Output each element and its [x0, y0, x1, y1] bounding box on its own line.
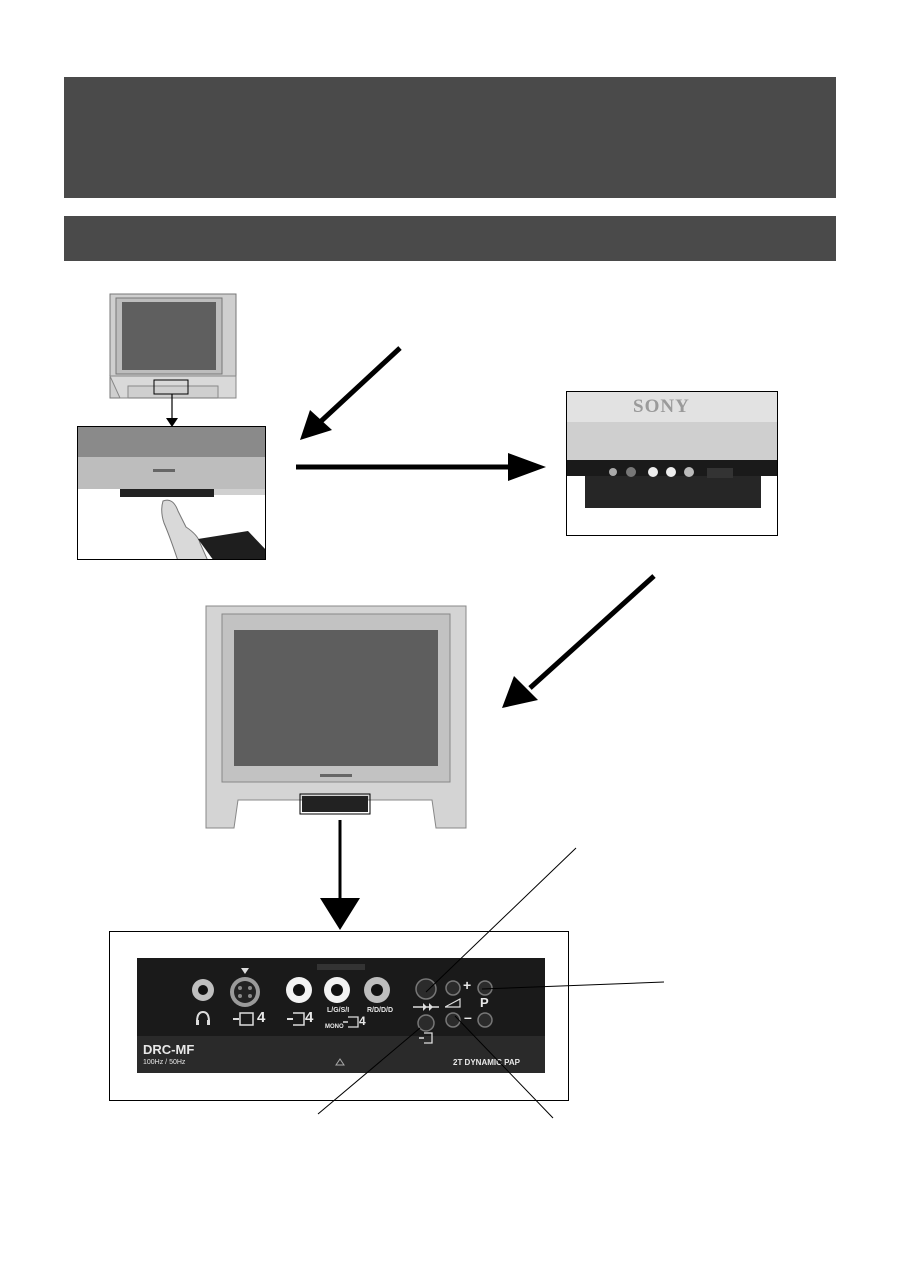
minus-label: – [464, 1009, 472, 1025]
audio-left-jack[interactable] [323, 976, 351, 1004]
arrow-right [296, 453, 546, 481]
tv-front-zoom-photo [77, 426, 266, 560]
volume-up-button[interactable] [445, 980, 461, 996]
video-input-number: 4 [305, 1009, 314, 1026]
audio-input-number: 4 [359, 1014, 366, 1028]
front-panel-photo: 4 4 L/G/S/I MONO 4 R/D/D/D [137, 958, 545, 1073]
eject-triangle-icon [335, 1058, 345, 1066]
headphone-icon [196, 1010, 210, 1025]
program-up-button[interactable] [477, 980, 493, 996]
volume-down-button[interactable] [445, 1012, 461, 1028]
input-button[interactable] [417, 1014, 435, 1032]
program-down-button[interactable] [477, 1012, 493, 1028]
title-banner [64, 77, 836, 198]
video-jack[interactable] [285, 976, 313, 1004]
volume-icon [445, 998, 461, 1008]
section-banner [64, 216, 836, 261]
headphone-jack[interactable] [191, 978, 215, 1002]
input-select-icon [413, 1003, 439, 1011]
tv-front-large [205, 605, 467, 829]
tv-front-small [109, 293, 237, 399]
arrow-down [320, 820, 360, 930]
connector-panel-photo: SONY [566, 391, 778, 536]
arrow-down-left-1 [300, 346, 402, 440]
audio-left-label: L/G/S/I [327, 1007, 350, 1014]
frequency-label: 100Hz / 50Hz [143, 1059, 186, 1066]
audio-input-icon [343, 1016, 359, 1028]
brand-logo: SONY [633, 396, 690, 417]
svideo-jack[interactable] [225, 968, 265, 1008]
zoom-connector-arrow [166, 394, 178, 427]
audio-right-label: R/D/D/D [367, 1007, 394, 1014]
input-select-button[interactable] [415, 978, 437, 1000]
model-label: DRC-MF [143, 1042, 195, 1057]
input-icon [419, 1032, 433, 1044]
svideo-input-number: 4 [257, 1009, 266, 1026]
plus-label: + [463, 977, 472, 993]
program-label: P [480, 995, 489, 1010]
feature-label: 2T DYNAMIC PAP [453, 1058, 520, 1067]
svideo-input-icon [233, 1012, 254, 1026]
audio-right-jack[interactable] [363, 976, 391, 1004]
video-input-icon [287, 1012, 305, 1026]
audio-mono-label: MONO [325, 1024, 344, 1030]
arrow-down-left-2 [502, 574, 656, 708]
